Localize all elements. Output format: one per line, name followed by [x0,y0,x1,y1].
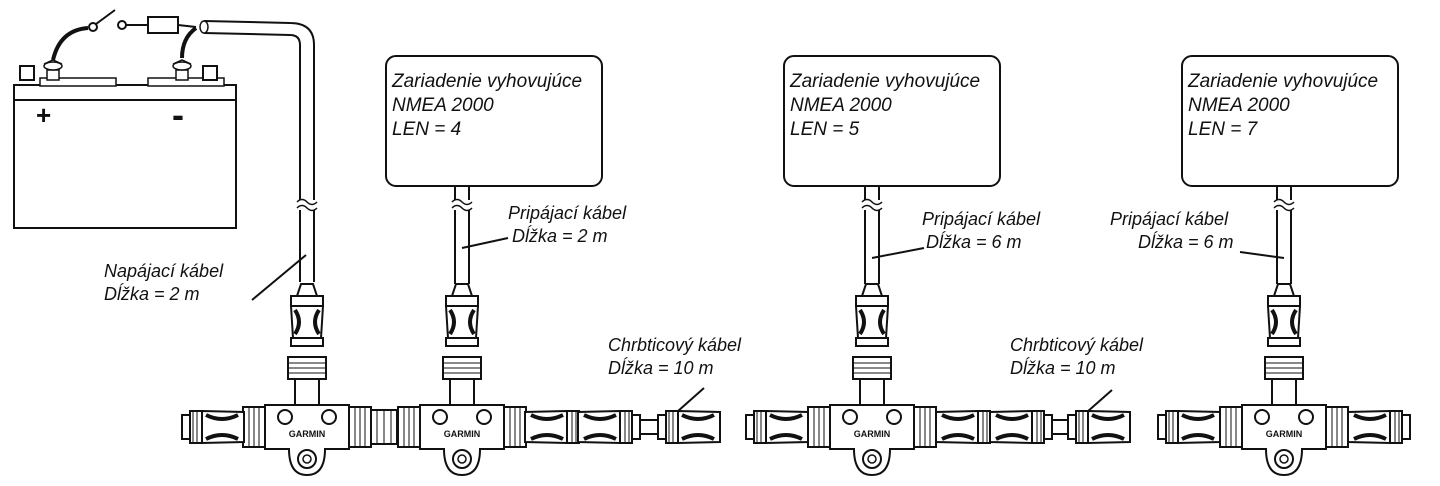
drop-cable-2-label: Pripájací kábel Dĺžka = 6 m [922,208,1040,253]
plug-tee3-right [934,409,1000,445]
positive-terminal [43,59,63,81]
drop-cable-1-name: Pripájací kábel [508,203,627,223]
backbone-cable-1-name: Chrbticový kábel [608,335,742,355]
power-cable-label: Napájací kábel Dĺžka = 2 m [104,260,223,305]
drop-cable-3-name: Pripájací kábel [1110,209,1229,229]
device-3-line1: Zariadenie vyhovujúce [1188,71,1379,92]
plug-tee4-left [1156,409,1222,445]
drop-cable-3 [1239,186,1295,284]
power-plug [289,282,325,348]
backbone-plug-1-right [656,409,722,445]
brand-label: GARMIN [289,429,326,439]
switch-contact-right [117,20,127,30]
switch-contact-left [88,22,98,32]
drop-cable-3-label: Pripájací kábel Dĺžka = 6 m [1110,208,1234,253]
drop-plug-1 [444,282,480,348]
device-1-line2: NMEA 2000 [392,94,494,116]
negative-terminal [172,59,192,81]
backbone-cable-1-length: Dĺžka = 10 m [608,357,714,378]
drop-cable-2-leader [871,247,925,259]
drop-cable-1-length: Dĺžka = 2 m [512,225,608,246]
device-1-line3: LEN = 4 [392,118,462,140]
device-3-line2: NMEA 2000 [1188,94,1290,116]
device-2-line2: NMEA 2000 [790,94,892,116]
tee-connector-3 [807,356,937,476]
terminator-right [1346,409,1412,445]
device-label-1: Zariadenie vyhovujúce NMEA 2000 LEN = 4 [392,70,582,141]
power-cable-leader [251,254,307,301]
device-box-2 [783,55,1001,187]
positive-wire [51,9,198,61]
battery-positive-sign: + [36,100,52,130]
tee-connector-4 [1219,356,1349,476]
drop-cable-2 [861,186,925,284]
backbone-cable-2-name: Chrbticový kábel [1010,335,1144,355]
drop-plug-3 [1266,282,1302,348]
drop-cable-3-leader [1239,251,1285,259]
backbone-plug-2-right [1066,409,1132,445]
brand-label: GARMIN [444,429,481,439]
terminator-left [180,409,246,445]
fuse [147,16,179,34]
device-2-line1: Zariadenie vyhovujúce [790,71,981,92]
plug-tee3-left [744,409,810,445]
power-cable [199,20,318,301]
device-1-line1: Zariadenie vyhovujúce [392,71,583,92]
drop-cable-2-name: Pripájací kábel [922,209,1041,229]
backbone-plug-1-left [576,409,642,445]
backbone-cable-1-label: Chrbticový kábel Dĺžka = 10 m [608,334,741,379]
tee-connector-2 [397,356,527,476]
power-cable-name: Napájací kábel [104,261,224,281]
backbone-cable-2-label: Chrbticový kábel Dĺžka = 10 m [1010,334,1143,379]
power-cable-length: Dĺžka = 2 m [104,283,200,304]
drop-plug-2 [854,282,890,348]
drop-cable-1-leader [461,237,509,249]
battery [13,59,237,229]
backbone-cable-2-length: Dĺžka = 10 m [1010,357,1116,378]
device-2-line3: LEN = 5 [790,118,860,140]
device-box-1 [385,55,603,187]
device-label-3: Zariadenie vyhovujúce NMEA 2000 LEN = 7 [1188,70,1378,141]
drop-cable-3-length: Dĺžka = 6 m [1138,231,1234,252]
drop-cable-1 [451,186,509,284]
brand-label: GARMIN [854,429,891,439]
battery-negative-sign: - [172,94,184,135]
brand-label: GARMIN [1266,429,1303,439]
backbone-plug-2-left [988,409,1054,445]
drop-cable-1-label: Pripájací kábel Dĺžka = 2 m [508,202,626,247]
drop-cable-2-length: Dĺžka = 6 m [926,231,1022,252]
device-3-line3: LEN = 7 [1188,118,1258,140]
device-label-2: Zariadenie vyhovujúce NMEA 2000 LEN = 5 [790,70,980,141]
switch-lever [95,9,116,25]
tee-connector-1 [242,356,372,476]
